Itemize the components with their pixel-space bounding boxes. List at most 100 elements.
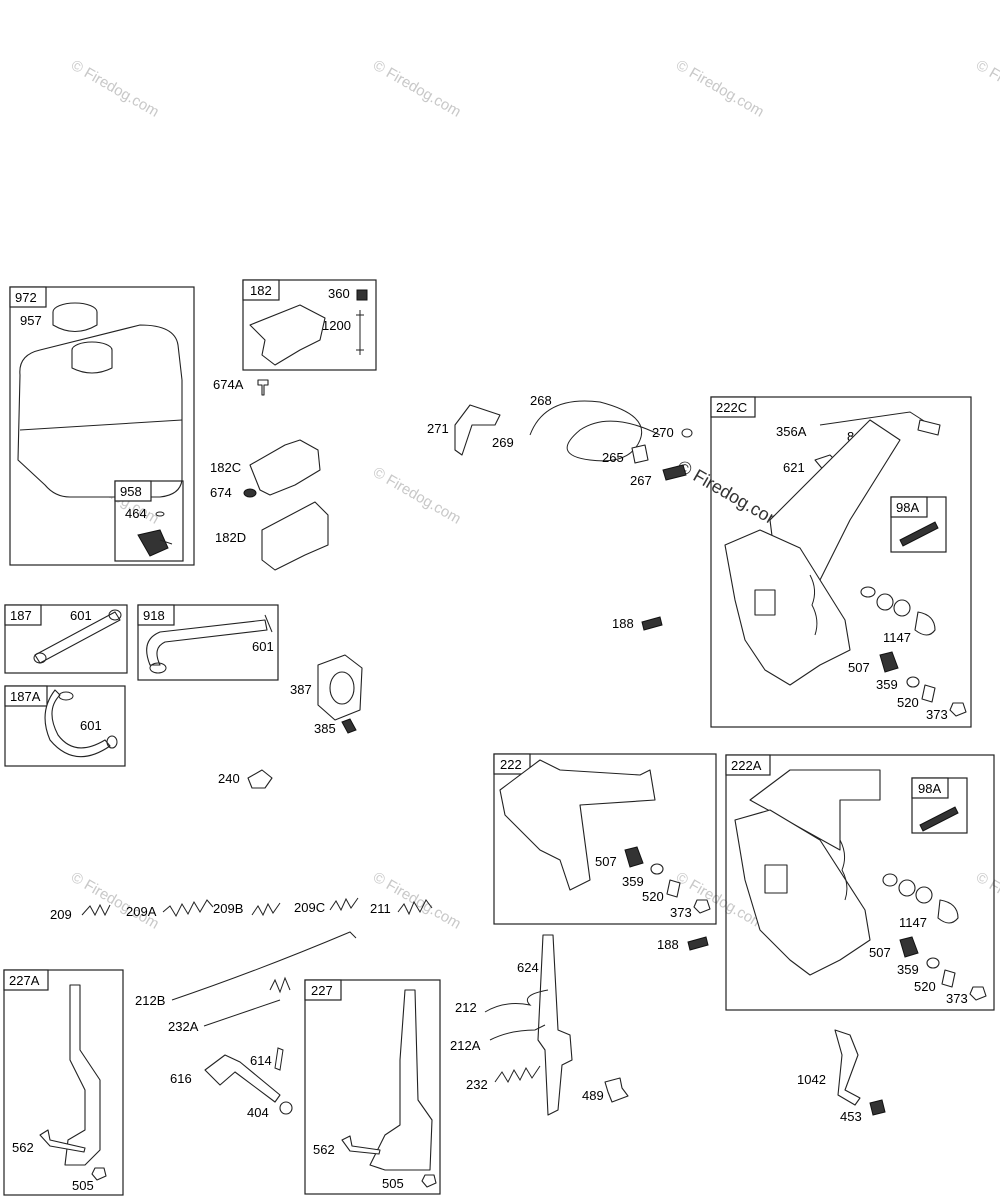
group-tag-918: 918 [143, 608, 165, 623]
watermark: © Firedog.com [68, 869, 162, 933]
part-label-601: 601 [252, 639, 274, 654]
watermark: © Firedog.com [673, 57, 767, 121]
part-label-188: 188 [657, 937, 679, 952]
part-label-562: 562 [12, 1140, 34, 1155]
nut-373-icon [949, 702, 967, 717]
part-label-520: 520 [914, 979, 936, 994]
group-tag-958: 958 [120, 484, 142, 499]
washer-359-icon [906, 676, 920, 688]
group-tag-box [725, 754, 771, 776]
group-tag-972: 972 [15, 290, 37, 305]
group-tag-98a: 98A [918, 781, 941, 796]
spring-232-icon [494, 1065, 541, 1084]
bracket-slot-icon [764, 864, 788, 894]
group-tag-box [114, 480, 152, 502]
group-182: 182 360 1200 [242, 279, 377, 371]
part-label-188: 188 [612, 616, 634, 631]
watermark: © Firedog.com [68, 57, 162, 121]
part-label-520: 520 [642, 889, 664, 904]
stud-icon [356, 310, 364, 355]
part-label-360: 360 [328, 286, 350, 301]
bracket-182c-icon [249, 439, 321, 496]
control-bracket-222a-icon [734, 809, 871, 976]
clip-icon [155, 511, 165, 517]
group-box-222c [710, 396, 972, 728]
group-tag-187a: 187A [10, 689, 41, 704]
group-box-918 [137, 604, 279, 681]
part-label-520: 520 [897, 695, 919, 710]
screw-188-icon [687, 936, 709, 951]
group-tag-box [3, 969, 49, 991]
tank-neck-side-icon [71, 350, 113, 374]
screw-562-icon [39, 1129, 86, 1153]
part-label-505: 505 [72, 1178, 94, 1193]
spring-209b-icon [251, 902, 281, 917]
screw-188-icon [641, 616, 663, 631]
group-box-222a [725, 754, 995, 1011]
fuel-line-187-icon [34, 611, 121, 664]
spring-209-icon [81, 903, 111, 917]
group-box-227 [304, 979, 441, 1195]
spring-209c-icon [329, 897, 359, 912]
fuel-cap-side-icon [52, 312, 98, 333]
group-tag-box [4, 685, 48, 707]
group-972: 972 957 958 464 [9, 286, 195, 566]
spring-icon [839, 839, 848, 901]
nut-1147-icon [937, 899, 959, 924]
part-label-356a: 356A [776, 424, 807, 439]
part-label-507: 507 [848, 660, 870, 675]
pump-diaphragm-icon [329, 671, 355, 705]
group-tag-box [493, 753, 531, 775]
group-222a: 222A 98A 1147 507 359 520 373 [725, 754, 995, 1011]
nut-1147-icon [914, 611, 936, 636]
group-box-972 [9, 286, 195, 566]
part-label-562: 562 [313, 1142, 335, 1157]
part-label-1147: 1147 [883, 630, 911, 645]
group-918: 918 601 [137, 604, 279, 681]
fuel-valve-icon [137, 529, 169, 557]
group-tag-box [710, 396, 756, 418]
part-label-616: 616 [170, 1071, 192, 1086]
group-tag-187: 187 [10, 608, 32, 623]
group-box-182 [242, 279, 377, 371]
throttle-cable-icon [529, 400, 661, 462]
nut-373-icon [969, 986, 987, 1001]
clip-520-icon [941, 969, 956, 988]
hose-clamp-icon [106, 735, 118, 749]
bracket-182-icon [249, 304, 326, 366]
group-187a: 187A 601 [4, 685, 126, 767]
part-label-387: 387 [290, 682, 312, 697]
lever-271-icon [454, 404, 501, 456]
part-label-212a: 212A [450, 1038, 481, 1053]
group-227a: 227A 562 505 [3, 969, 124, 1196]
part-label-464: 464 [125, 506, 147, 521]
screw-385-icon [341, 718, 357, 734]
washer-icon [860, 586, 876, 598]
group-tag-box [304, 979, 342, 1001]
washer-icon [893, 599, 911, 617]
group-tag-227: 227 [311, 983, 333, 998]
washer-icon [898, 879, 916, 897]
part-label-489: 489 [582, 1088, 604, 1103]
part-label-385: 385 [314, 721, 336, 736]
valve-stem-icon [159, 539, 173, 545]
washer-359-icon [926, 957, 940, 969]
part-label-268: 268 [530, 393, 552, 408]
part-label-1147: 1147 [899, 915, 927, 930]
group-tag-box [4, 604, 42, 626]
part-label-212b: 212B [135, 993, 165, 1008]
control-bracket-222c-icon [724, 529, 851, 686]
part-label-211: 211 [370, 901, 391, 916]
nut-505-icon [91, 1167, 107, 1181]
group-187: 187 601 [4, 604, 128, 674]
hose-clamp-icon [33, 652, 47, 664]
part-label-265: 265 [602, 450, 624, 465]
washer-404-icon [279, 1101, 293, 1115]
watermark: © Firedog.com [973, 869, 1000, 933]
part-label-232a: 232A [168, 1019, 199, 1034]
group-box-227a [3, 969, 124, 1196]
cable-clamp-icon [631, 444, 649, 464]
group-tag-222c: 222C [716, 400, 747, 415]
bracket-slot-icon [754, 589, 776, 616]
group-tag-box [137, 604, 175, 626]
